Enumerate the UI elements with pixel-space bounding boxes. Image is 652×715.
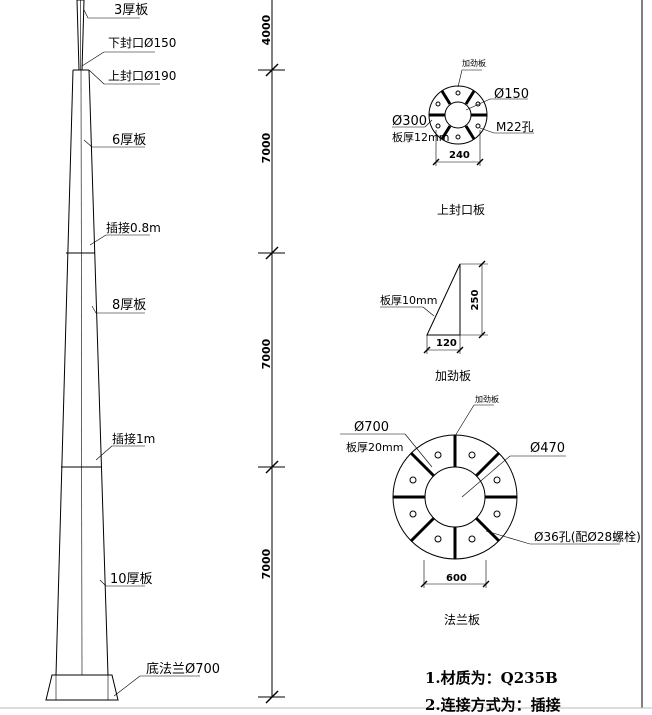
label-segment-4: 10厚板 (110, 572, 153, 587)
flange-plate (340, 404, 620, 588)
top-cap-outer-dia: Ø300 (392, 114, 427, 129)
note-connection: 2.连接方式为：插接 (425, 696, 561, 714)
dim-7000-middle: 7000 (260, 338, 273, 369)
label-top-segment: 3厚板 (114, 3, 148, 18)
flange-bolt-circle: 600 (446, 573, 467, 584)
rib-plate-shape (426, 263, 461, 336)
rib-height: 250 (470, 290, 481, 311)
pole-centerline (80, 69, 83, 676)
top-cap-rib-label: 加劲板 (462, 58, 486, 68)
top-cap-thickness: 板厚12mm (392, 130, 449, 144)
height-dimension (258, 0, 285, 704)
rib-title: 加劲板 (435, 369, 471, 383)
rib-thickness: 板厚10mm (380, 293, 437, 307)
note-material: 1.材质为：Q235B (425, 669, 558, 687)
rib-plate (380, 260, 488, 354)
pole-base-flange (45, 674, 119, 701)
dim-4000: 4000 (260, 14, 273, 45)
flange-holes: Ø36孔(配Ø28螺栓) (534, 529, 641, 544)
label-upper-cap: 上封口Ø190 (108, 69, 176, 83)
flange-title: 法兰板 (444, 613, 480, 627)
label-segment-3: 8厚板 (112, 298, 146, 313)
dim-7000-lower: 7000 (260, 548, 273, 579)
label-insert-2: 插接1m (112, 431, 155, 446)
label-lower-cap: 下封口Ø150 (108, 36, 176, 50)
label-segment-2: 6厚板 (112, 133, 146, 148)
top-cap-title: 上封口板 (437, 203, 485, 217)
rib-width: 120 (436, 338, 457, 349)
pole-shaft-left (55, 69, 74, 676)
flange-thickness: 板厚20mm (346, 440, 403, 454)
top-cap-bolt: M22孔 (496, 120, 534, 134)
flange-rib-label: 加劲板 (475, 394, 499, 404)
label-insert-1: 插接0.8m (106, 220, 161, 235)
dim-7000-upper: 7000 (260, 132, 273, 163)
flange-inner-dia: Ø470 (530, 441, 565, 456)
top-cap-bolt-circle: 240 (449, 150, 470, 161)
top-cap-plate (392, 69, 534, 166)
flange-outer-dia: Ø700 (354, 420, 389, 435)
top-cap-inner-dia: Ø150 (494, 87, 529, 102)
pole-shaft-right (88, 69, 109, 676)
pole-elevation (45, 0, 200, 701)
top-cap-inner (444, 101, 472, 129)
label-base: 底法兰Ø700 (146, 661, 220, 677)
